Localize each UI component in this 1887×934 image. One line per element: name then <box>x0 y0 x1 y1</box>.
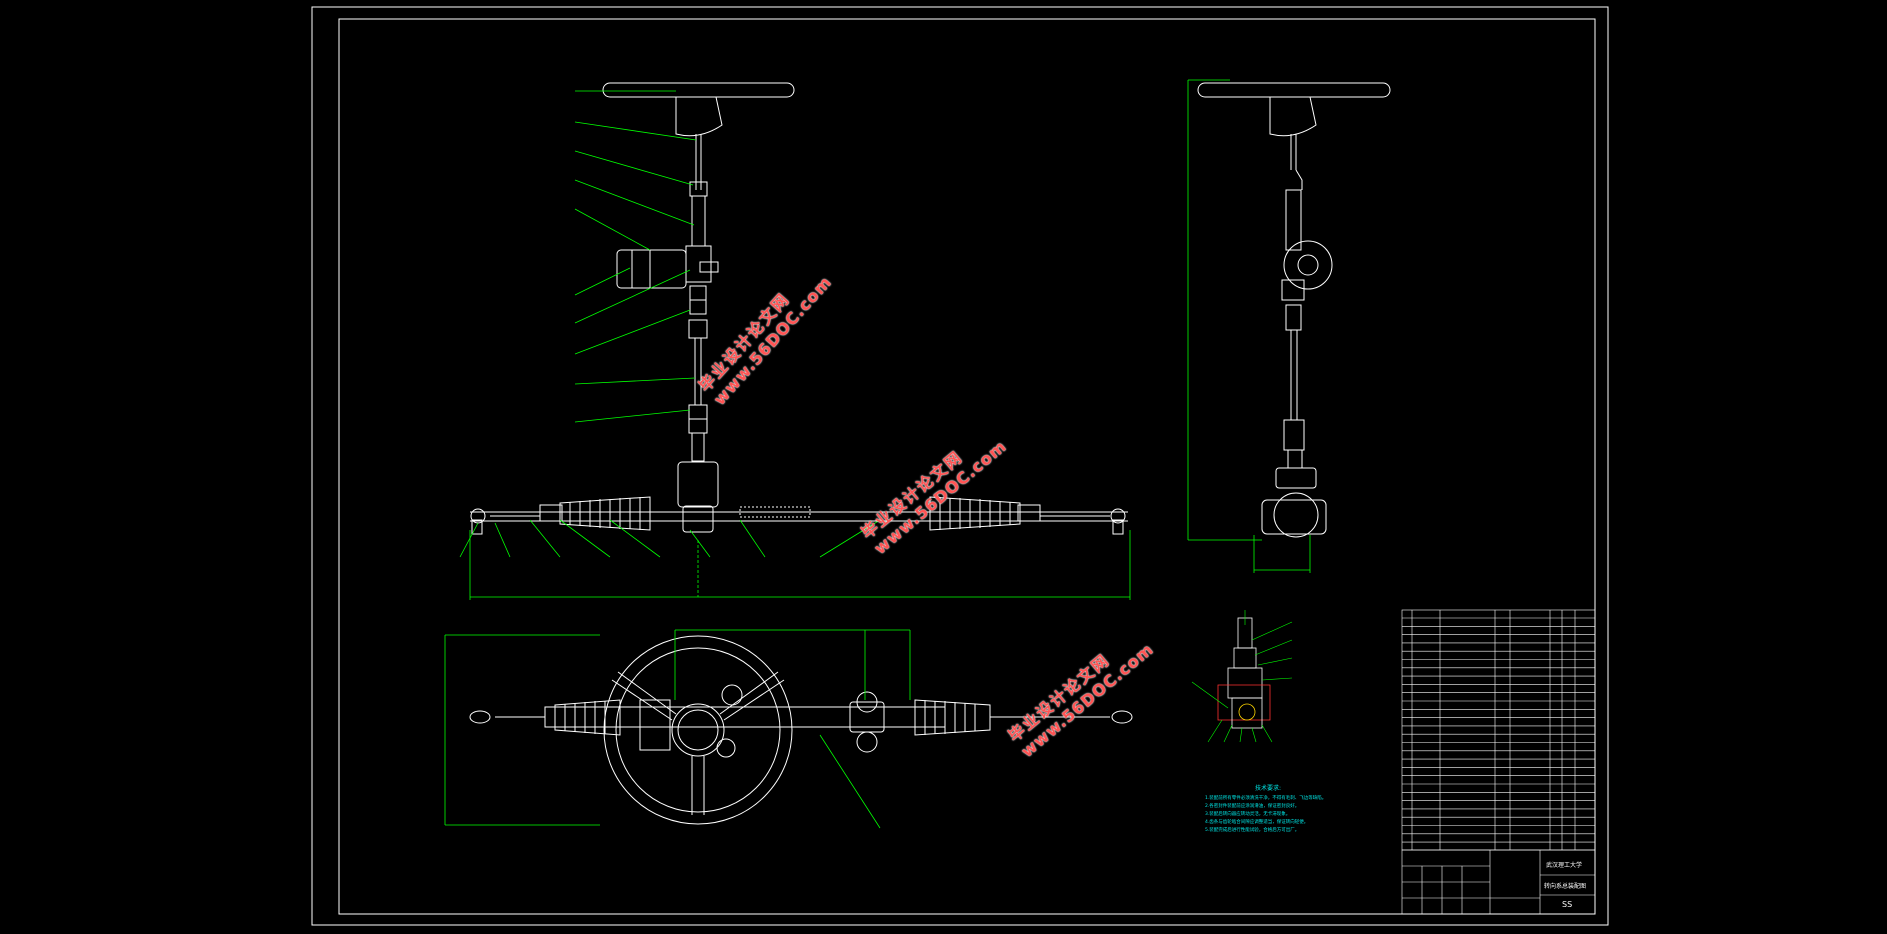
steering-wheel-rim <box>602 82 795 98</box>
steering-wheel-hub <box>675 96 723 137</box>
left-bellows <box>539 496 651 531</box>
front-view-leaders <box>459 90 881 558</box>
section-detail-leaders <box>1191 610 1293 743</box>
inner-border <box>338 18 1596 915</box>
technical-requirements: 技术要求: 1.装配前所有零件必须清洗干净，不得有毛刺、飞边等缺陷。 2.各密封… <box>1205 785 1365 835</box>
outer-border <box>311 6 1609 926</box>
front-view-assembly <box>470 82 1128 535</box>
title-block-drawing-number: SS <box>1562 900 1573 909</box>
title-block-drawing-title: 转向系总装配图 <box>1544 883 1587 890</box>
tech-note-2: 2.各密封件装配前应涂润滑油，保证密封良好。 <box>1205 804 1300 809</box>
parts-list-table <box>1401 609 1596 915</box>
right-bellows <box>929 496 1041 531</box>
right-tie-rod-end <box>1110 508 1126 524</box>
steering-wheel-top <box>603 635 793 825</box>
tech-note-3: 3.装配后转向器应转动灵活，无卡滞现象。 <box>1205 812 1291 817</box>
title-block-school: 武汉理工大学 <box>1546 862 1583 869</box>
tech-note-1: 1.装配前所有零件必须清洗干净，不得有毛刺、飞边等缺陷。 <box>1205 796 1327 801</box>
top-view-dimensions <box>444 629 911 829</box>
pinion-section-detail <box>1217 617 1271 729</box>
tech-note-5: 5.装配完成后进行性能试验，合格后方可出厂。 <box>1205 828 1300 833</box>
motor-flange <box>1283 240 1333 290</box>
front-view-dimension <box>469 530 1131 600</box>
tech-notes-heading: 技术要求: <box>1255 785 1282 792</box>
side-view-assembly <box>1197 82 1391 538</box>
side-view-dimensions <box>1187 79 1311 573</box>
tech-note-4: 4.齿条与齿轮啮合间隙应调整适当，保证转向轻便。 <box>1205 820 1309 825</box>
top-view-assembly <box>469 635 1133 825</box>
pinion-housing <box>677 461 719 508</box>
